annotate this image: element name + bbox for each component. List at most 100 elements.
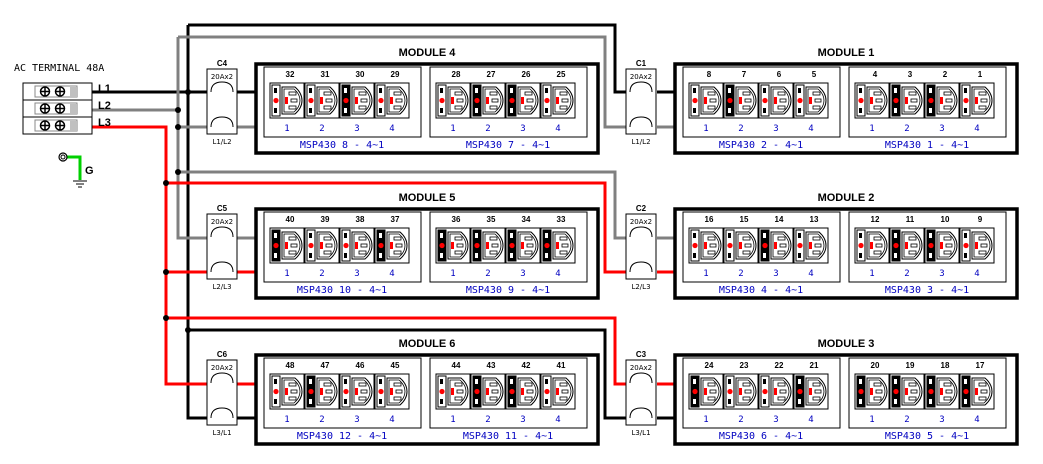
status-led xyxy=(343,242,349,249)
outlet-indicator xyxy=(556,242,559,249)
screw-icon xyxy=(54,86,66,97)
status-led xyxy=(544,97,550,104)
receptacle xyxy=(805,231,827,260)
outlet-number: 43 xyxy=(487,361,496,370)
outlet-number: 30 xyxy=(356,70,365,79)
outlet-number: 1 xyxy=(978,70,983,79)
port-label: 4 xyxy=(555,269,560,279)
receptacle xyxy=(386,377,408,406)
outlet-icon xyxy=(540,373,576,410)
outlet-number: 38 xyxy=(356,215,365,224)
wire-l2-bus xyxy=(176,37,210,240)
receptacle xyxy=(517,377,539,406)
module-title: MODULE 4 xyxy=(399,47,457,59)
wire-l3-to-c3 xyxy=(166,316,628,386)
receptacle xyxy=(971,231,993,260)
pdu-label: MSP430 3 - 4~1 xyxy=(885,285,969,296)
module-title: MODULE 1 xyxy=(818,47,875,59)
receptacle xyxy=(901,231,923,260)
outlet-icon xyxy=(793,227,829,264)
outlet-icon xyxy=(924,227,960,264)
outlet-icon xyxy=(688,227,724,264)
breaker-phases: L2/L3 xyxy=(631,283,650,291)
outlet-number: 35 xyxy=(487,215,496,224)
breaker-rating: 20Ax2 xyxy=(211,73,233,81)
receptacle xyxy=(805,377,827,406)
receptacle xyxy=(386,231,408,260)
receptacle xyxy=(552,86,574,115)
outlet-icon xyxy=(793,82,829,119)
outlet-number: 11 xyxy=(906,215,915,224)
status-led xyxy=(343,388,349,395)
module-title: MODULE 6 xyxy=(399,338,456,350)
breaker-phases: L3/L1 xyxy=(631,429,650,437)
screw-icon xyxy=(39,120,51,131)
outlet-indicator xyxy=(390,388,393,395)
outlet-indicator xyxy=(556,97,559,104)
outlet-icon xyxy=(854,82,890,119)
status-led xyxy=(273,97,279,104)
receptacle xyxy=(351,86,373,115)
port-label: 1 xyxy=(703,269,708,279)
wire-l1-bus xyxy=(186,25,210,420)
outlet-icon xyxy=(688,82,724,119)
pdu-label: MSP430 12 - 4~1 xyxy=(297,431,387,442)
outlet-number: 26 xyxy=(522,70,531,79)
port-label: 1 xyxy=(703,124,708,134)
status-led xyxy=(308,242,314,249)
port-label: 1 xyxy=(869,269,874,279)
outlet-indicator xyxy=(521,242,524,249)
wire-l2-to-c2 xyxy=(178,170,628,240)
pdu-label: MSP430 1 - 4~1 xyxy=(885,140,969,151)
status-led xyxy=(439,97,445,104)
status-led xyxy=(797,242,803,249)
status-led xyxy=(378,388,384,395)
status-led xyxy=(692,388,698,395)
breaker-switch-icon xyxy=(629,372,653,384)
status-led xyxy=(474,388,480,395)
receptacle xyxy=(936,377,958,406)
outlet-indicator xyxy=(320,388,323,395)
junction-dot xyxy=(163,269,169,275)
status-led xyxy=(928,242,934,249)
port-label: 3 xyxy=(354,124,359,134)
port-label: 2 xyxy=(904,124,909,134)
outlet-indicator xyxy=(355,97,358,104)
port-label: 3 xyxy=(354,269,359,279)
breaker-switch-icon xyxy=(210,261,234,273)
outlet-icon xyxy=(688,373,724,410)
outlet-number: 15 xyxy=(740,215,749,224)
status-led xyxy=(858,97,864,104)
wire-l3-bus xyxy=(86,125,210,386)
ground-lug-icon xyxy=(58,152,68,162)
outlet-number: 42 xyxy=(522,361,531,370)
outlet-number: 25 xyxy=(557,70,566,79)
pdu-label: MSP430 4 - 4~1 xyxy=(719,285,803,296)
status-led xyxy=(544,388,550,395)
status-led xyxy=(692,97,698,104)
module-title: MODULE 3 xyxy=(818,338,875,350)
receptacle xyxy=(281,86,303,115)
breaker-switch-icon xyxy=(210,407,234,419)
outlet-number: 45 xyxy=(391,361,400,370)
status-led xyxy=(762,388,768,395)
receptacle xyxy=(700,377,722,406)
outlet-indicator xyxy=(355,388,358,395)
receptacle xyxy=(316,377,338,406)
outlet-indicator xyxy=(975,242,978,249)
outlet-number: 16 xyxy=(705,215,714,224)
outlet-indicator xyxy=(285,242,288,249)
port-label: 4 xyxy=(555,124,560,134)
port-label: 2 xyxy=(738,415,743,425)
status-led xyxy=(439,242,445,249)
pdu-label: MSP430 6 - 4~1 xyxy=(719,431,803,442)
status-led xyxy=(692,242,698,249)
outlet-icon xyxy=(854,227,890,264)
outlet-number: 9 xyxy=(978,215,983,224)
status-led xyxy=(963,97,969,104)
